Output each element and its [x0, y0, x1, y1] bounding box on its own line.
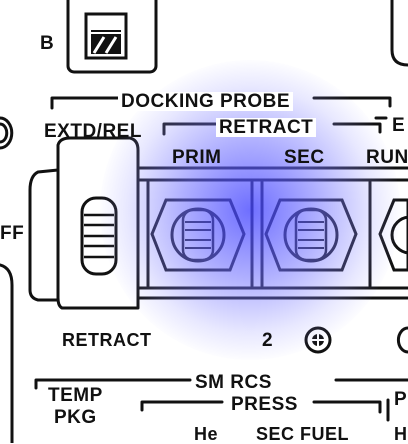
extd-rel-label: EXTD/REL [44, 121, 142, 142]
right-knob-partial [396, 326, 408, 354]
breaker-number: 2 [262, 330, 274, 351]
he-label: He [194, 424, 219, 444]
run-label-partial: RUN [366, 147, 408, 168]
left-edge-partial-label: FF [0, 223, 25, 244]
retract-group-label: RETRACT [216, 118, 317, 137]
switch-mount [56, 136, 140, 310]
partial-p-label: P [394, 389, 408, 410]
pkg-label: PKG [54, 407, 97, 428]
sm-rcs-label: SM RCS [192, 373, 275, 392]
docking-probe-label: DOCKING PROBE [118, 92, 294, 111]
retract-label: RETRACT [62, 330, 152, 350]
left-knob-partial [0, 116, 14, 150]
partial-h-label: H [394, 424, 408, 444]
top-right-housing [390, 0, 408, 67]
indicator-window [84, 12, 128, 60]
sm-rcs-bracket [34, 378, 408, 390]
breaker-screw [304, 326, 332, 354]
left-border-line [0, 263, 14, 443]
press-bracket [140, 400, 382, 414]
sec-retract-switch[interactable] [264, 198, 358, 272]
sec-fuel-label: SEC FUEL [256, 424, 350, 444]
temp-label: TEMP [48, 385, 103, 406]
run-switch-partial[interactable] [378, 198, 408, 272]
extd-rel-switch[interactable] [80, 196, 118, 276]
prim-retract-switch[interactable] [150, 198, 246, 272]
prim-label: PRIM [172, 147, 222, 168]
partial-e-label: E [392, 115, 406, 136]
indicator-label-b: B [40, 33, 55, 54]
press-label: PRESS [228, 395, 301, 414]
sec-label: SEC [284, 147, 325, 168]
